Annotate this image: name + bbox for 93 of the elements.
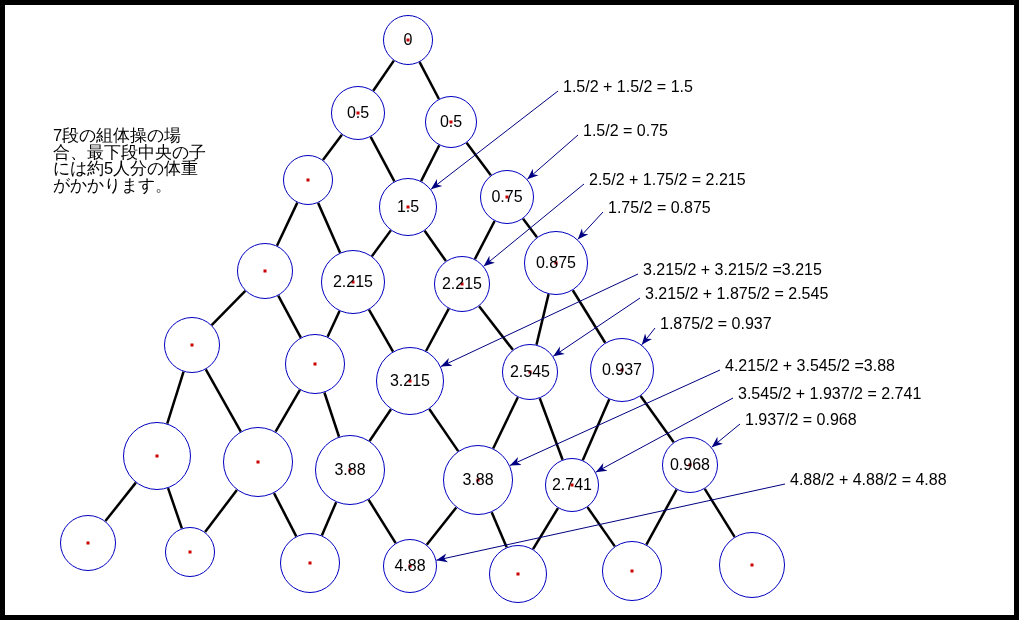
formula-text: 4.88/2 + 4.88/2 = 4.88 — [790, 471, 947, 489]
formula-text: 1.5/2 = 0.75 — [583, 122, 668, 140]
arrow — [526, 134, 579, 180]
node-circle: 2.215 — [321, 250, 385, 314]
connector-line — [326, 310, 341, 338]
node-circle: 2.215 — [434, 256, 490, 312]
arrow — [552, 297, 641, 357]
connector-line — [531, 507, 560, 550]
node-circle — [283, 155, 333, 205]
node-circle — [123, 422, 191, 490]
connector-line — [419, 144, 441, 182]
connector-line — [370, 229, 392, 257]
connector-line — [372, 59, 395, 92]
arrow — [430, 90, 559, 190]
node-circle: 0.937 — [590, 338, 654, 402]
formula-text: 3.215/2 + 3.215/2 =3.215 — [643, 261, 822, 279]
connector-line — [639, 395, 675, 443]
node-circle: 2.741 — [545, 458, 599, 512]
connector-line — [323, 392, 341, 438]
connector-line — [581, 398, 611, 461]
connector-line — [275, 202, 299, 247]
node-circle — [489, 545, 547, 603]
connector-line — [210, 290, 247, 326]
connector-line — [367, 499, 397, 544]
formula-text: 1.5/2 + 1.5/2 = 1.5 — [563, 78, 693, 96]
connector-line — [274, 389, 301, 433]
connector-line — [703, 488, 736, 538]
connector-line — [428, 408, 460, 452]
connector-line — [320, 501, 338, 536]
arrow — [711, 423, 741, 448]
connector-line — [204, 368, 242, 433]
formula-text: 1.75/2 = 0.875 — [608, 199, 711, 217]
connector-line — [369, 136, 396, 182]
connector-line — [272, 492, 298, 537]
node-circle: 2.545 — [502, 344, 558, 400]
formula-text: 1.875/2 = 0.937 — [660, 315, 772, 333]
node-circle: 1.5 — [379, 178, 437, 236]
formula-text: 1.937/2 = 0.968 — [745, 411, 857, 429]
connector-line — [586, 506, 616, 548]
node-circle: 3.215 — [376, 347, 444, 415]
connector-line — [277, 295, 302, 339]
node-circle — [60, 515, 116, 571]
node-circle: 4.88 — [383, 539, 437, 593]
formula-text: 3.545/2 + 1.937/2 = 2.741 — [738, 385, 922, 403]
formula-text: 4.215/2 + 3.545/2 =3.88 — [725, 357, 895, 375]
connector-line — [368, 408, 393, 442]
node-circle — [165, 527, 215, 577]
connector-line — [492, 396, 519, 449]
node-circle: 0.5 — [425, 96, 477, 148]
connector-line — [321, 133, 343, 161]
connector-line — [418, 61, 441, 100]
formula-text: 2.5/2 + 1.75/2 = 2.215 — [589, 171, 746, 189]
node-circle: 0.968 — [662, 437, 718, 493]
node-circle: 0.5 — [331, 86, 385, 140]
connector-line — [424, 308, 450, 352]
arrow — [509, 369, 721, 466]
connector-line — [166, 371, 185, 424]
arrow — [440, 273, 639, 368]
node-circle: 0 — [383, 15, 433, 65]
node-circle: 3.88 — [315, 435, 385, 505]
arrow — [483, 183, 585, 267]
connector-line — [204, 489, 238, 533]
node-circle — [280, 533, 340, 593]
node-circle — [164, 317, 220, 373]
connector-line — [535, 293, 550, 346]
connector-line — [645, 488, 678, 546]
connector-line — [423, 230, 447, 262]
node-circle — [602, 541, 662, 601]
note-text: 7段の組体操の場合、最下段中央の子には約5人分の体重がかかります。 — [53, 127, 207, 193]
arrow — [595, 397, 734, 473]
arrow — [577, 211, 604, 240]
node-circle — [237, 243, 293, 299]
node-circle — [223, 427, 293, 497]
connector-line — [104, 481, 137, 522]
connector-line — [465, 142, 492, 177]
connector-line — [473, 220, 496, 260]
connector-line — [478, 305, 514, 351]
formula-text: 3.215/2 + 1.875/2 = 2.545 — [645, 285, 829, 303]
arrow — [435, 483, 786, 563]
connector-line — [316, 202, 342, 254]
connector-line — [538, 397, 564, 461]
node-circle — [719, 532, 785, 598]
node-circle: 0.875 — [524, 231, 588, 295]
node-circle: 0.75 — [480, 170, 534, 224]
connector-line — [522, 217, 538, 239]
connector-line — [425, 506, 458, 546]
connector-line — [166, 487, 184, 529]
node-circle: 3.88 — [443, 445, 513, 515]
arrow — [641, 327, 656, 346]
connector-line — [490, 511, 508, 548]
connector-line — [367, 309, 395, 353]
node-circle — [285, 334, 345, 394]
connector-line — [571, 289, 607, 344]
